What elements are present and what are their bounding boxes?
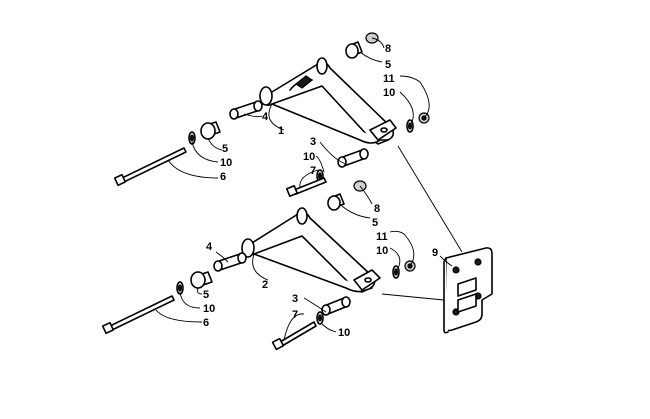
- lower-bushing-5-left: [176, 271, 213, 295]
- upper-bushing-5-top: [345, 32, 379, 59]
- lower-bolt-7: [271, 321, 317, 351]
- callout-lower-11: 11: [376, 231, 388, 243]
- callout-upper-4: 4: [262, 111, 269, 123]
- frame-bracket: [381, 145, 493, 334]
- upper-bushing-5-left: [188, 121, 221, 145]
- lower-bushing-4: [213, 252, 247, 272]
- upper-bolt-7: [285, 177, 327, 198]
- lower-bushing-3: [321, 296, 351, 316]
- callout-upper-3: 3: [310, 136, 316, 148]
- upper-a-arm-assembly: [113, 32, 430, 198]
- callout-lower-10-left: 10: [203, 303, 215, 315]
- callout-lower-3: 3: [292, 293, 298, 305]
- callout-upper-5-top: 5: [385, 59, 391, 71]
- callout-upper-10-mid: 10: [303, 151, 315, 163]
- lower-washer-10-mid: [316, 311, 324, 325]
- callout-upper-8: 8: [385, 43, 391, 55]
- callout-lower-10-right: 10: [376, 245, 388, 257]
- callout-lower-10-mid: 10: [338, 327, 350, 339]
- callout-upper-6: 6: [220, 171, 226, 183]
- lower-bolt-6: [101, 295, 175, 335]
- callout-upper-11: 11: [383, 73, 395, 85]
- upper-bolt-6: [113, 147, 187, 187]
- upper-a-arm: [259, 57, 397, 145]
- callout-lower-8: 8: [374, 203, 380, 215]
- upper-bushing-4: [229, 100, 263, 120]
- callout-upper-10-right: 10: [383, 87, 395, 99]
- callout-bracket-9: 9: [432, 247, 438, 259]
- callout-lower-4: 4: [206, 241, 213, 253]
- callout-upper-10-left: 10: [220, 157, 232, 169]
- callout-lower-7: 7: [292, 309, 298, 321]
- callout-upper-1: 1: [278, 125, 284, 137]
- callout-upper-5-left: 5: [222, 143, 228, 155]
- callout-upper-7: 7: [310, 165, 316, 177]
- lower-a-arm-assembly: [101, 180, 416, 351]
- callout-lower-6: 6: [203, 317, 209, 329]
- callout-lower-2: 2: [262, 279, 268, 291]
- upper-bushing-3: [337, 148, 369, 168]
- lower-a-arm: [241, 207, 381, 293]
- callout-lower-5-left: 5: [203, 289, 209, 301]
- lower-bushing-5-top: [327, 180, 367, 211]
- callout-lower-5-top: 5: [372, 217, 378, 229]
